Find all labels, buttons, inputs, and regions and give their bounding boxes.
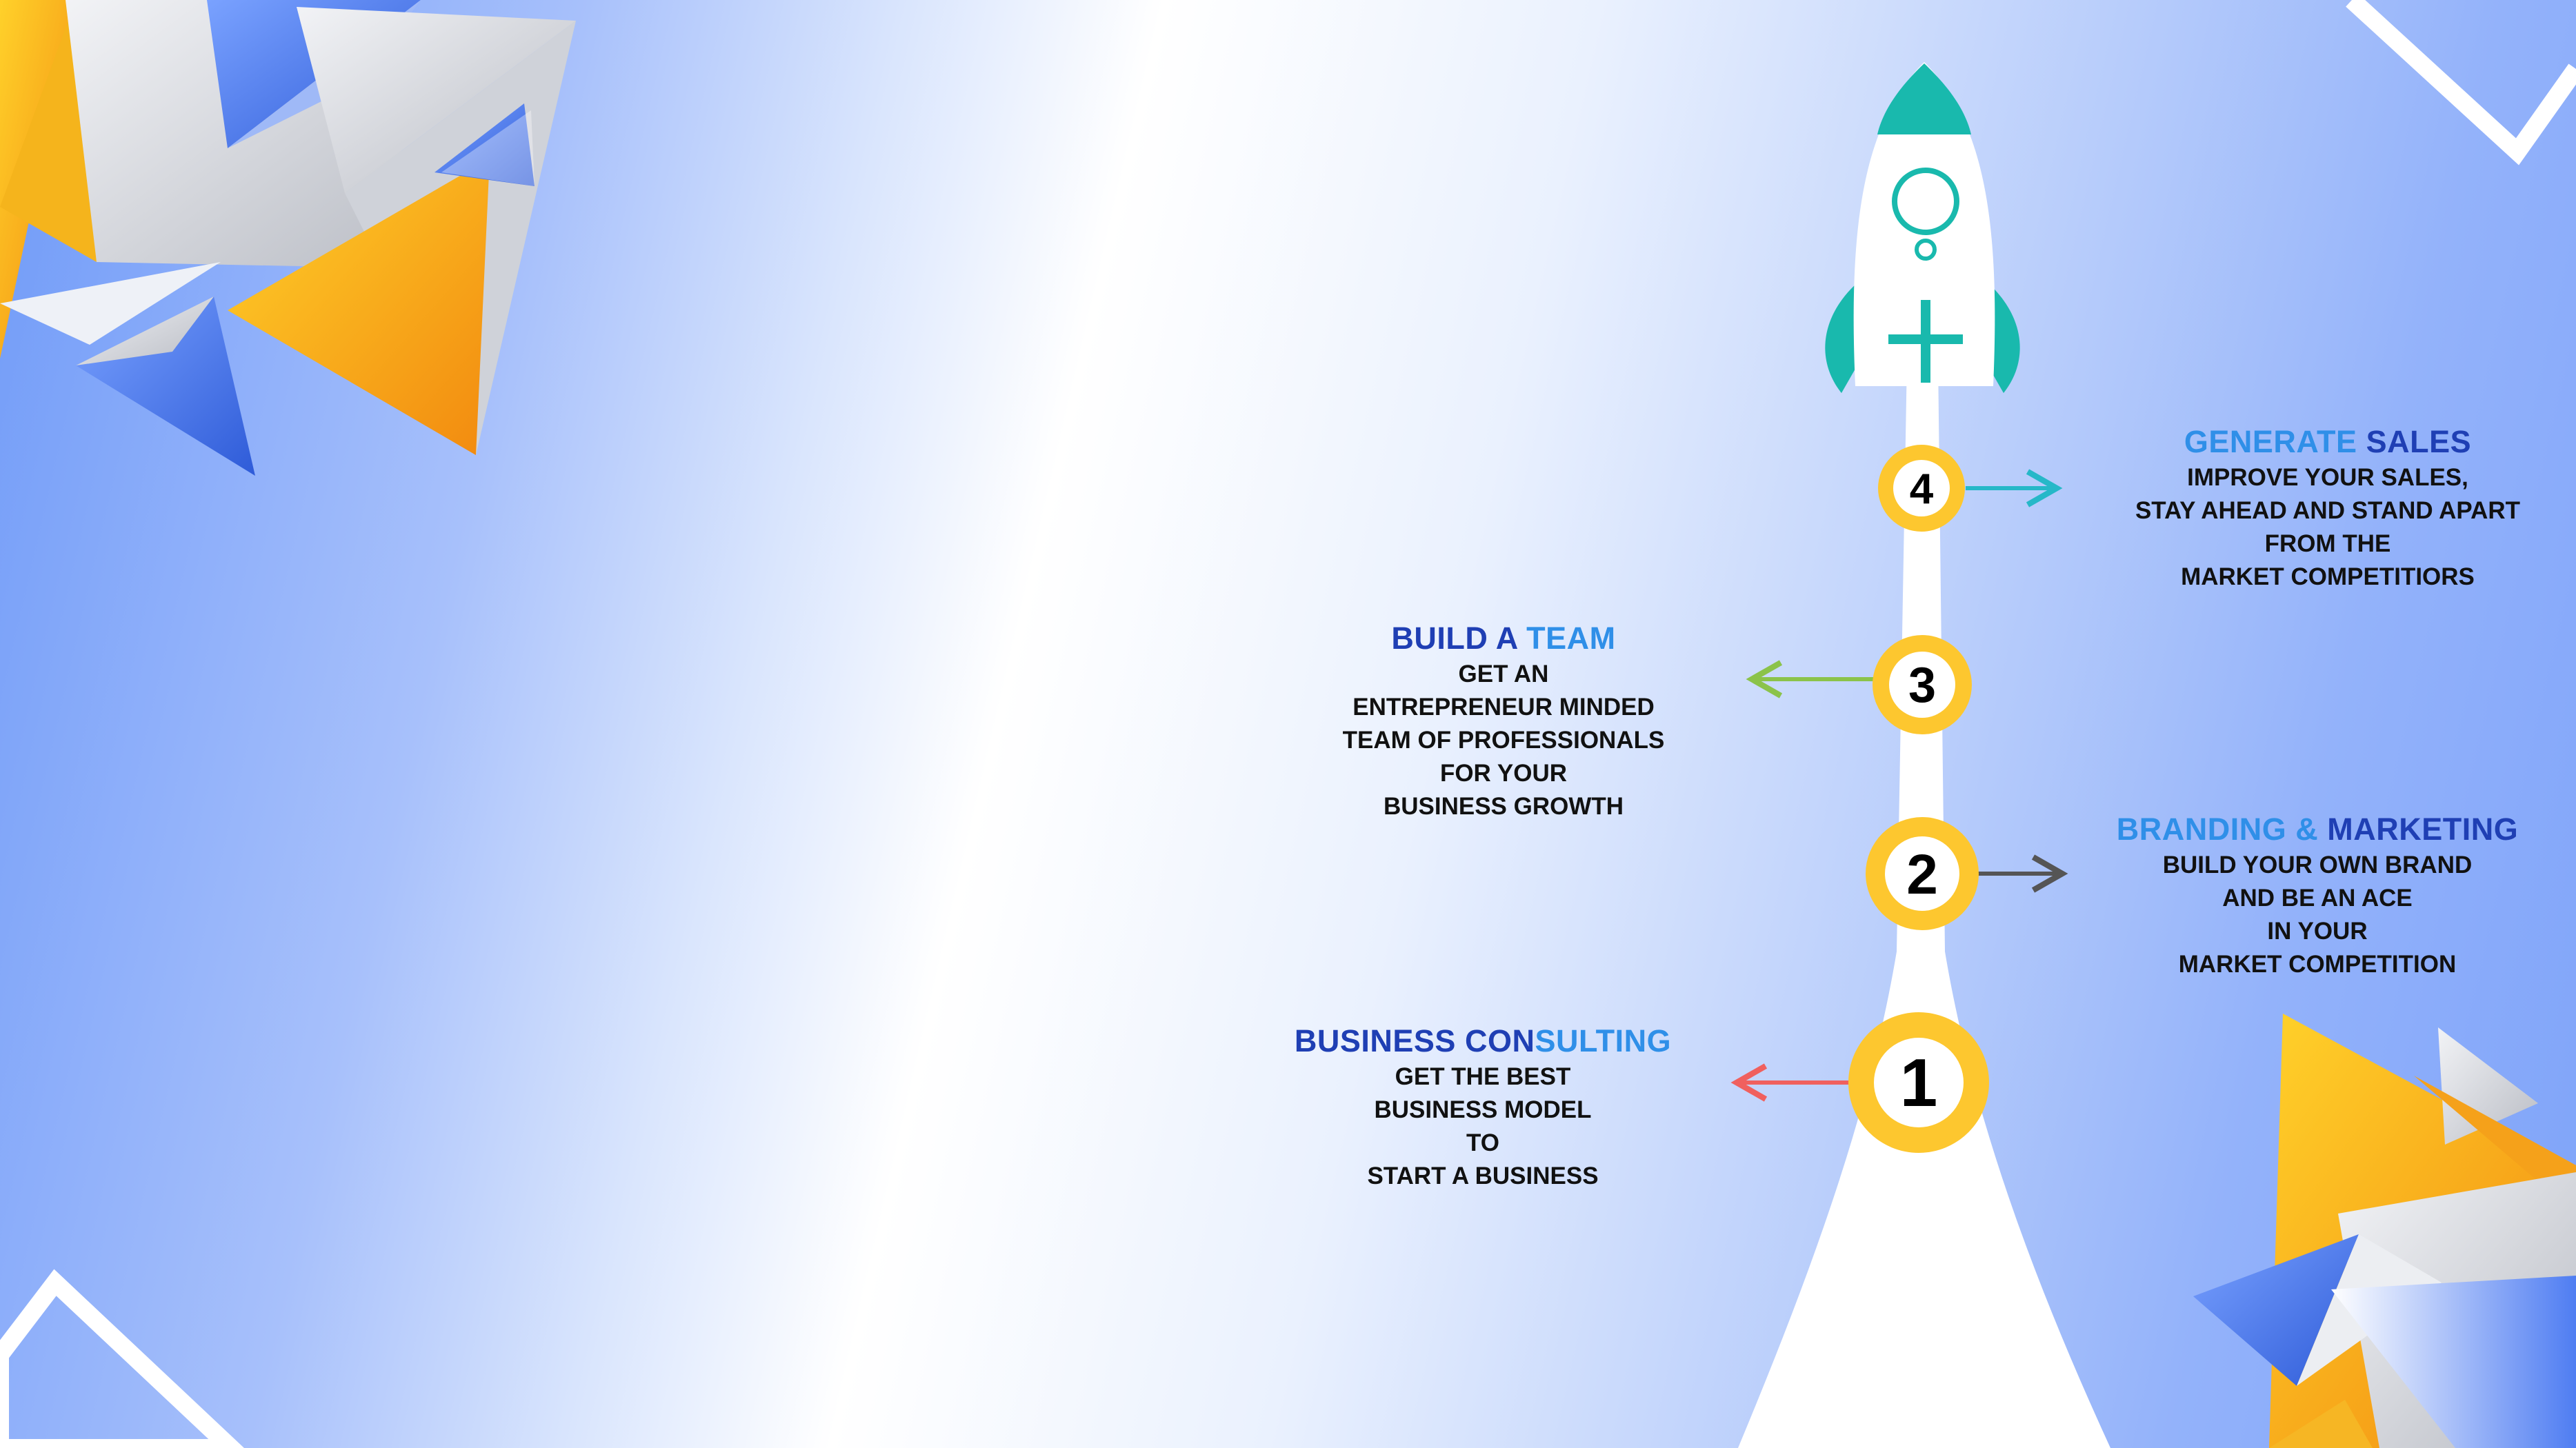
origami-bottom-right (2193, 1014, 2576, 1448)
corner-outline-top-right (2346, 0, 2576, 165)
step-circle-4: 4 (1878, 445, 1965, 532)
origami-triangle (0, 262, 221, 345)
description-line: FOR YOUR (1439, 760, 1568, 787)
description-line: STAY AHEAD AND STAND APART (2135, 497, 2521, 524)
step-description: BUILD YOUR OWN BRAND AND BE AN ACE IN YO… (2104, 849, 2531, 981)
origami-triangle (441, 110, 535, 186)
description-line: MARKET COMPETITIORS (2181, 563, 2475, 590)
origami-triangle (2331, 1276, 2576, 1448)
description-line: BUILD YOUR OWN BRAND (2162, 852, 2473, 878)
step-circle-2: 2 (1866, 817, 1979, 930)
rocket-body (1853, 62, 1995, 386)
description-line: IMPROVE YOUR SALES, (2187, 464, 2468, 491)
description-line: TEAM OF PROFESSIONALS (1342, 727, 1665, 754)
step-description: GET AN ENTREPRENEUR MINDED TEAM OF PROFE… (1310, 658, 1697, 823)
step-description: GET THE BEST BUSINESS MODEL TO START A B… (1276, 1060, 1690, 1193)
step-number: 2 (1906, 843, 1938, 906)
origami-triangle (0, 0, 97, 262)
origami-triangle (228, 159, 490, 455)
description-line: BUSINESS MODEL (1374, 1096, 1592, 1123)
origami-triangle (2269, 1400, 2373, 1448)
description-line: BUSINESS GROWTH (1383, 793, 1624, 820)
step-circle-3: 3 (1873, 635, 1972, 734)
step-title: BUILD A TEAM (1391, 621, 1616, 656)
step-title: GENERATE SALES (2184, 424, 2472, 459)
origami-triangle (76, 296, 214, 365)
description-line: FROM THE (2264, 530, 2391, 557)
rocket-window-small (1915, 239, 1937, 261)
step-1-text: BUSINESS CONSULTING GET THE BEST BUSINES… (1276, 1022, 1690, 1193)
rocket (1825, 62, 2020, 393)
origami-triangle (435, 103, 535, 186)
step-description: IMPROVE YOUR SALES, STAY AHEAD AND STAND… (2104, 461, 2552, 594)
description-line: IN YOUR (2267, 918, 2368, 945)
step-circle-1: 1 (1848, 1012, 1989, 1153)
origami-top-left (0, 0, 576, 476)
description-line: MARKET COMPETITION (2178, 951, 2457, 978)
step-title: BRANDING & MARKETING (2116, 812, 2519, 847)
rocket-nose (1877, 63, 1971, 134)
step-title: BUSINESS CONSULTING (1294, 1023, 1672, 1058)
origami-triangle (2414, 1076, 2576, 1214)
description-line: ENTREPRENEUR MINDED (1352, 694, 1655, 721)
rocket-cross-fin (1888, 334, 1963, 344)
corner-outline-bottom-left (0, 1269, 244, 1448)
description-line: START A BUSINESS (1367, 1163, 1599, 1189)
description-line: TO (1466, 1129, 1499, 1156)
step-4-text: GENERATE SALES IMPROVE YOUR SALES, STAY … (2104, 423, 2552, 594)
step-number: 3 (1908, 658, 1936, 713)
rocket-window (1892, 168, 1959, 235)
step-3-text: BUILD A TEAM GET AN ENTREPRENEUR MINDED … (1310, 619, 1697, 823)
description-line: GET THE BEST (1395, 1063, 1571, 1090)
description-line: GET AN (1458, 661, 1549, 687)
origami-triangle (297, 7, 576, 193)
description-line: AND BE AN ACE (2222, 885, 2413, 912)
step-2-text: BRANDING & MARKETING BUILD YOUR OWN BRAN… (2104, 810, 2531, 981)
step-number: 4 (1910, 465, 1934, 513)
step-number: 1 (1900, 1045, 1938, 1120)
origami-triangle (2193, 1234, 2359, 1386)
origami-triangle (76, 296, 255, 476)
